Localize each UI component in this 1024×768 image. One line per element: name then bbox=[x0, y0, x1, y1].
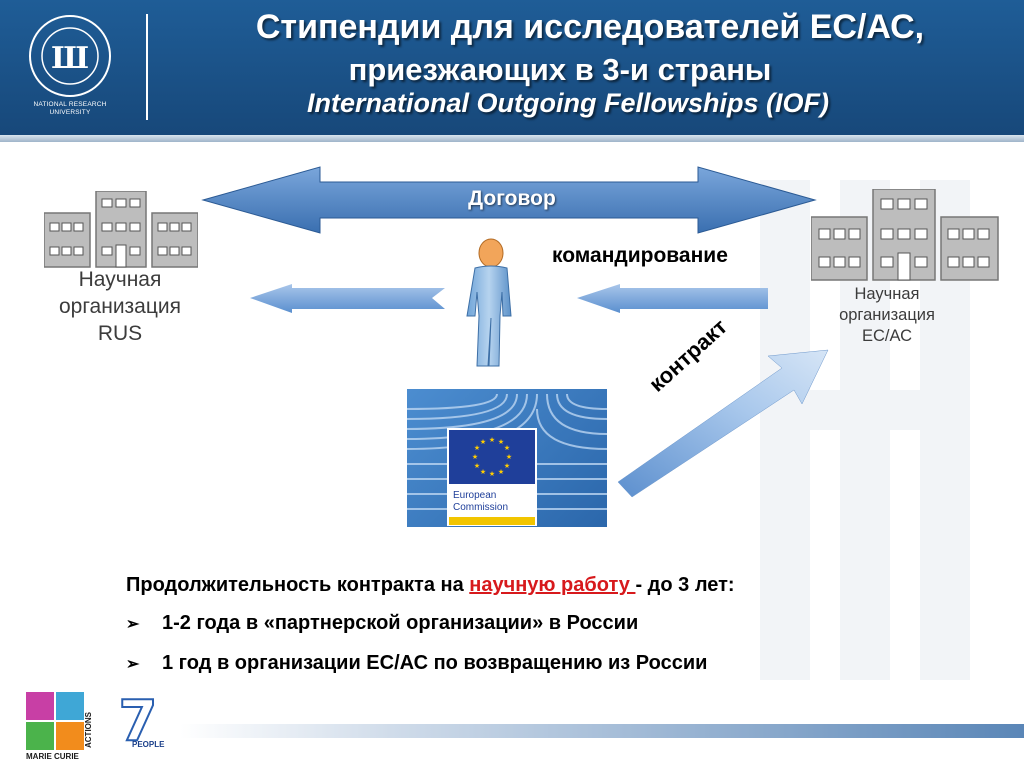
ec-logo-text: European Commission bbox=[453, 490, 508, 514]
org-ec-line2: организация bbox=[839, 306, 935, 324]
intro-after: - до 3 лет: bbox=[635, 574, 735, 596]
svg-text:★: ★ bbox=[504, 444, 510, 452]
title-line-1: Стипендии для исследователей ЕС/АС, bbox=[255, 8, 925, 46]
bullet-text: 1 год в организации ЕС/АС по возвращению… bbox=[162, 652, 708, 674]
svg-text:★: ★ bbox=[489, 470, 495, 478]
hse-seal-logo: Ш bbox=[29, 15, 111, 97]
arrow-bullet-icon: ➢ bbox=[126, 616, 140, 633]
logo-caption-line2: UNIVERSITY bbox=[49, 109, 91, 116]
contract-diagonal-arrow bbox=[617, 349, 829, 498]
svg-text:★: ★ bbox=[480, 438, 486, 446]
logo-monogram: Ш bbox=[51, 41, 89, 76]
komandirovanie-label: командирование bbox=[552, 244, 728, 267]
dogovor-label: Договор bbox=[468, 187, 556, 210]
logo-caption-line1: NATIONAL RESEARCH bbox=[33, 101, 107, 108]
fp7-number: 7 bbox=[119, 692, 158, 752]
arrow-bullet-icon: ➢ bbox=[126, 656, 140, 673]
ec-logo-bar bbox=[449, 517, 535, 525]
mc-tile bbox=[26, 722, 54, 750]
dogovor-double-arrow bbox=[201, 166, 817, 234]
svg-text:★: ★ bbox=[498, 468, 504, 476]
actions-caption: ACTIONS bbox=[84, 712, 93, 748]
org-ec-line1: Научная bbox=[854, 285, 920, 303]
right-secondment-arrow bbox=[577, 284, 768, 313]
title-line-3: International Outgoing Fellowships (IOF) bbox=[307, 88, 829, 118]
left-return-arrow bbox=[250, 284, 445, 313]
title-line-2: приезжающих в 3-и страны bbox=[348, 52, 772, 87]
researcher-person-icon bbox=[466, 238, 512, 367]
bullet-text: 1-2 года в «партнерской организации» в Р… bbox=[162, 612, 639, 634]
org-label-ec: Научная организация ЕС/АС bbox=[812, 284, 962, 347]
org-rus-line3: RUS bbox=[97, 322, 143, 345]
svg-text:★: ★ bbox=[474, 462, 480, 470]
svg-text:★: ★ bbox=[489, 436, 495, 444]
ec-building-lines bbox=[407, 393, 607, 510]
org-ec-line3: ЕС/АС bbox=[861, 327, 913, 345]
marie-curie-logo bbox=[26, 692, 84, 750]
mc-tile bbox=[56, 722, 84, 750]
svg-text:★: ★ bbox=[498, 438, 504, 446]
svg-text:★: ★ bbox=[480, 468, 486, 476]
building-icon-rus bbox=[44, 191, 198, 268]
svg-text:★: ★ bbox=[506, 453, 512, 461]
header-divider bbox=[0, 135, 1024, 142]
intro-highlight: научную работу bbox=[469, 574, 636, 596]
people-caption: PEOPLE bbox=[132, 740, 165, 749]
header-banner bbox=[0, 0, 1024, 135]
marie-curie-caption: MARIE CURIE bbox=[26, 752, 79, 761]
footer-bar bbox=[180, 724, 1024, 738]
svg-text:★: ★ bbox=[474, 444, 480, 452]
mc-tile bbox=[26, 692, 54, 720]
org-label-rus: Научная организация RUS bbox=[30, 266, 210, 347]
mc-tile bbox=[56, 692, 84, 720]
body-text-block: Продолжительность контракта на научную р… bbox=[126, 566, 735, 684]
building-icon-ec bbox=[811, 189, 999, 281]
svg-text:★: ★ bbox=[472, 453, 478, 461]
eu-flag-icon: ★★★★ ★★★★ ★★★★ bbox=[449, 430, 535, 484]
logo-caption: NATIONAL RESEARCH UNIVERSITY bbox=[20, 101, 120, 117]
bullet-item: ➢ 1-2 года в «партнерской организации» в … bbox=[126, 604, 735, 644]
ec-text-line2: Commission bbox=[453, 502, 509, 513]
org-rus-line1: Научная bbox=[78, 268, 162, 291]
intro-line: Продолжительность контракта на научную р… bbox=[126, 566, 735, 604]
fp7-logo: 7 bbox=[118, 692, 159, 752]
ec-text-line1: European bbox=[453, 490, 497, 501]
logo-divider bbox=[146, 14, 148, 120]
bullet-item: ➢ 1 год в организации ЕС/АС по возвращени… bbox=[126, 644, 735, 684]
org-rus-line2: организация bbox=[58, 295, 181, 318]
intro-before: Продолжительность контракта на bbox=[126, 574, 470, 596]
svg-text:★: ★ bbox=[504, 462, 510, 470]
